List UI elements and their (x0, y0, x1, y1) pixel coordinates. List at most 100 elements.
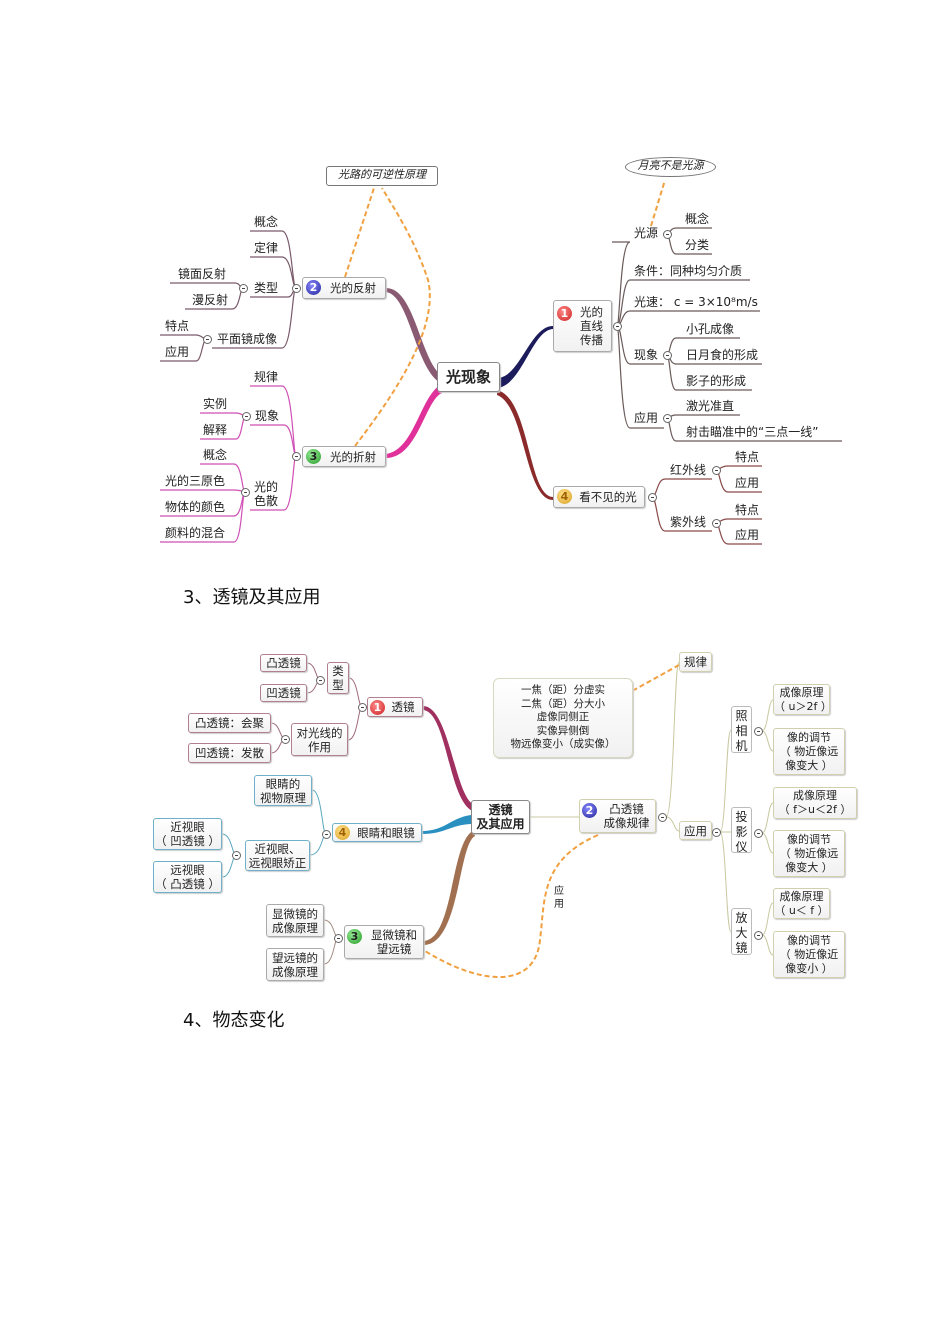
topic-microscope-principle: 显微镜的 成像原理 (266, 904, 324, 937)
branch-microscope-telescope: 显微镜和 望远镜 (344, 925, 424, 959)
collapse-icon (232, 851, 241, 860)
collapse-icon (663, 414, 672, 423)
topic-projector: 投 影 仪 (731, 807, 752, 854)
topic-classification: 分类 (685, 238, 710, 252)
topic-pigment-mixing: 颜料的混合 (165, 526, 226, 540)
central-topic-lenses: 透镜 及其应用 (471, 800, 530, 834)
topic-magnifier: 放 大 镜 (731, 908, 752, 955)
topic-projector-adjustment: 像的调节 （ 物近像远 像变大 ） (773, 830, 845, 877)
collapse-icon (663, 351, 672, 360)
topic-example: 实例 (203, 397, 228, 411)
topic-magnifier-principle: 成像原理 （ u＜ f ） (773, 888, 830, 919)
collapse-icon (712, 519, 721, 528)
topic-hyperopia: 远视眼 （ 凸透镜 ） (153, 861, 222, 893)
branch-invisible-light: 看不见的光 (553, 486, 645, 508)
dashed-link-label-application: 应 用 (554, 886, 564, 910)
branch-label: 看不见的光 (579, 490, 637, 504)
collapse-icon (241, 488, 250, 497)
collapse-icon (663, 230, 672, 239)
topic-specular-reflection: 镜面反射 (178, 267, 227, 281)
topic-diffuse-reflection: 漫反射 (192, 293, 229, 307)
collapse-icon (292, 452, 301, 461)
collapse-icon (754, 829, 763, 838)
collapse-icon (281, 735, 290, 744)
topic-eye-vision-principle: 眼睛的 视物原理 (254, 775, 312, 806)
topic-camera: 照 相 机 (731, 706, 752, 753)
rules-mnemonic-box: 一焦（距）分虚实 二焦（距）分大小 虚像同侧正 实像异侧倒 物远像变小（成实像） (493, 678, 633, 758)
collapse-icon (239, 284, 248, 293)
topic-primary-colors: 光的三原色 (165, 474, 226, 488)
branch-label: 凸透镜 成像规律 (603, 802, 650, 830)
topic-ultraviolet: 紫外线 (670, 515, 707, 529)
topic-pinhole-imaging: 小孔成像 (686, 322, 735, 336)
collapse-icon (648, 493, 657, 502)
topic-telescope-principle: 望远镜的 成像原理 (266, 948, 324, 981)
topic-convex-converge: 凸透镜：会聚 (188, 713, 271, 733)
collapse-icon (292, 284, 301, 293)
branch-label: 眼睛和眼镜 (357, 825, 415, 840)
topic-camera-adjustment: 像的调节 （ 物近像远 像变大 ） (773, 728, 845, 775)
branch-rectilinear-propagation: 光的 直线 传播 (553, 300, 612, 352)
topic-phenomena: 现象 (255, 409, 280, 423)
topic-light-source: 光源 (634, 226, 659, 240)
callout-moon-not-light-source: 月亮不是光源 (625, 157, 716, 177)
number-badge-3: 3 (347, 929, 362, 944)
topic-three-points-one-line: 射击瞄准中的“三点一线” (686, 425, 819, 439)
collapse-icon (712, 466, 721, 475)
topic-phenomena: 现象 (634, 348, 659, 362)
topic-myopia: 近视眼 （ 凹透镜 ） (153, 818, 222, 850)
number-badge-4: 4 (557, 489, 572, 504)
topic-law: 定律 (254, 241, 279, 255)
topic-type: 类型 (254, 281, 279, 295)
section-heading-lenses: 3、透镜及其应用 (183, 587, 321, 608)
topic-concave-diverge: 凹透镜：发散 (188, 743, 271, 763)
collapse-icon (334, 934, 343, 943)
topic-applications: 应用 (735, 476, 760, 490)
callout-reversibility-principle: 光路的可逆性原理 (326, 166, 438, 186)
collapse-icon (613, 322, 622, 331)
topic-magnifier-adjustment: 像的调节 （ 物近像近 像变小 ） (773, 931, 845, 978)
topic-condition: 条件：同种均匀介质 (634, 264, 743, 278)
number-badge-2: 2 (582, 803, 597, 818)
topic-rules: 规律 (679, 652, 712, 672)
central-topic-light-phenomena: 光现象 (437, 362, 500, 392)
topic-applications: 应用 (165, 345, 190, 359)
number-badge-3: 3 (306, 449, 321, 464)
branch-label: 光的折射 (330, 449, 376, 464)
collapse-icon (316, 676, 325, 685)
topic-explanation: 解释 (203, 423, 228, 437)
topic-applications: 应用 (735, 528, 760, 542)
topic-concept: 概念 (254, 215, 279, 229)
collapse-icon (322, 830, 331, 839)
topic-shadow: 影子的形成 (686, 374, 747, 388)
branch-label: 透镜 (391, 700, 415, 714)
topic-convex-lens: 凸透镜 (260, 654, 307, 672)
collapse-icon (203, 335, 212, 344)
branch-refraction: 光的折射 (302, 446, 386, 467)
branch-eyes-and-glasses: 眼睛和眼镜 (332, 823, 422, 842)
topic-plane-mirror: 平面镜成像 (217, 332, 278, 346)
topic-object-color: 物体的颜色 (165, 500, 226, 514)
section-heading-state-changes: 4、物态变化 (183, 1010, 285, 1031)
collapse-icon (712, 828, 721, 837)
collapse-icon (358, 703, 367, 712)
number-badge-1: 1 (557, 306, 572, 321)
topic-concept: 概念 (685, 212, 710, 226)
collapse-icon (242, 412, 251, 421)
topic-law: 规律 (254, 370, 279, 384)
topic-speed-of-light: 光速： c = 3×10⁸m/s (634, 295, 758, 309)
topic-vision-correction: 近视眼、 远视眼矫正 (245, 840, 310, 871)
collapse-icon (658, 813, 667, 822)
topic-concave-lens: 凹透镜 (260, 684, 307, 702)
branch-label: 光的反射 (330, 281, 376, 295)
topic-eclipse: 日月食的形成 (686, 348, 759, 362)
number-badge-2: 2 (306, 280, 321, 295)
topic-applications: 应用 (634, 411, 659, 425)
branch-label: 显微镜和 望远镜 (371, 928, 417, 956)
branch-reflection: 光的反射 (302, 277, 386, 299)
topic-dispersion: 光的 色散 (254, 480, 279, 508)
topic-lens-type: 类 型 (327, 662, 349, 694)
topic-laser-alignment: 激光准直 (686, 399, 735, 413)
topic-projector-principle: 成像原理 （ f＞u＜2f ） (773, 787, 857, 819)
number-badge-4: 4 (335, 825, 350, 840)
